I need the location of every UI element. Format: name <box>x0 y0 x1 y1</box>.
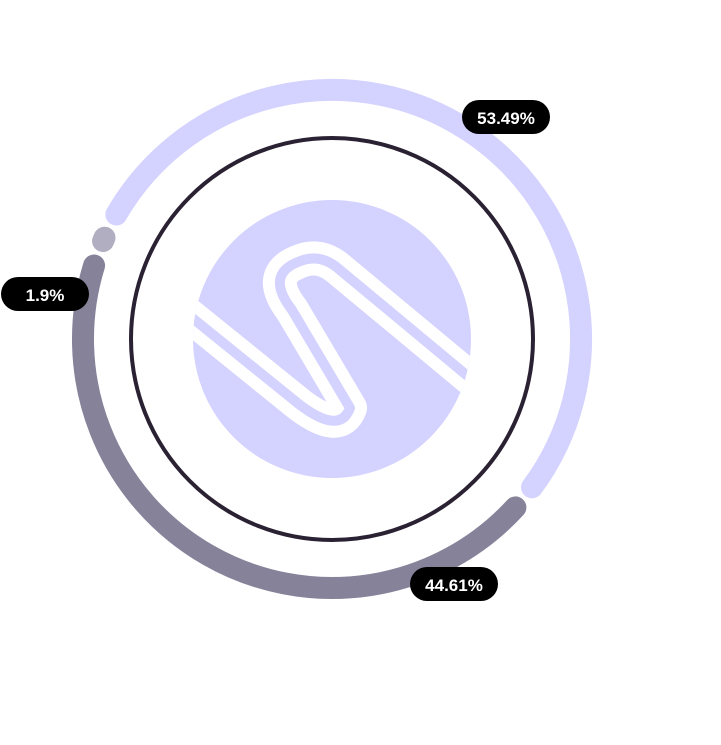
slice-label-0-text: 53.49% <box>477 109 535 128</box>
inner-ring <box>129 136 535 542</box>
slice-2 <box>92 226 116 253</box>
slice-label-1-text: 44.61% <box>425 576 483 595</box>
slice-label-1-bg <box>410 567 498 601</box>
slice-label-2-bg <box>1 277 89 311</box>
slice-label-0-bg <box>462 100 550 134</box>
slice-label-0: 53.49% <box>462 100 550 134</box>
labels-group: 53.49% 44.61% 1.9% <box>1 100 550 601</box>
slice-label-2-text: 1.9% <box>26 286 65 305</box>
slice-label-1: 44.61% <box>410 567 498 601</box>
center-emblem-icon <box>193 200 471 478</box>
slice-label-2: 1.9% <box>1 277 89 311</box>
slice-0 <box>105 78 593 499</box>
